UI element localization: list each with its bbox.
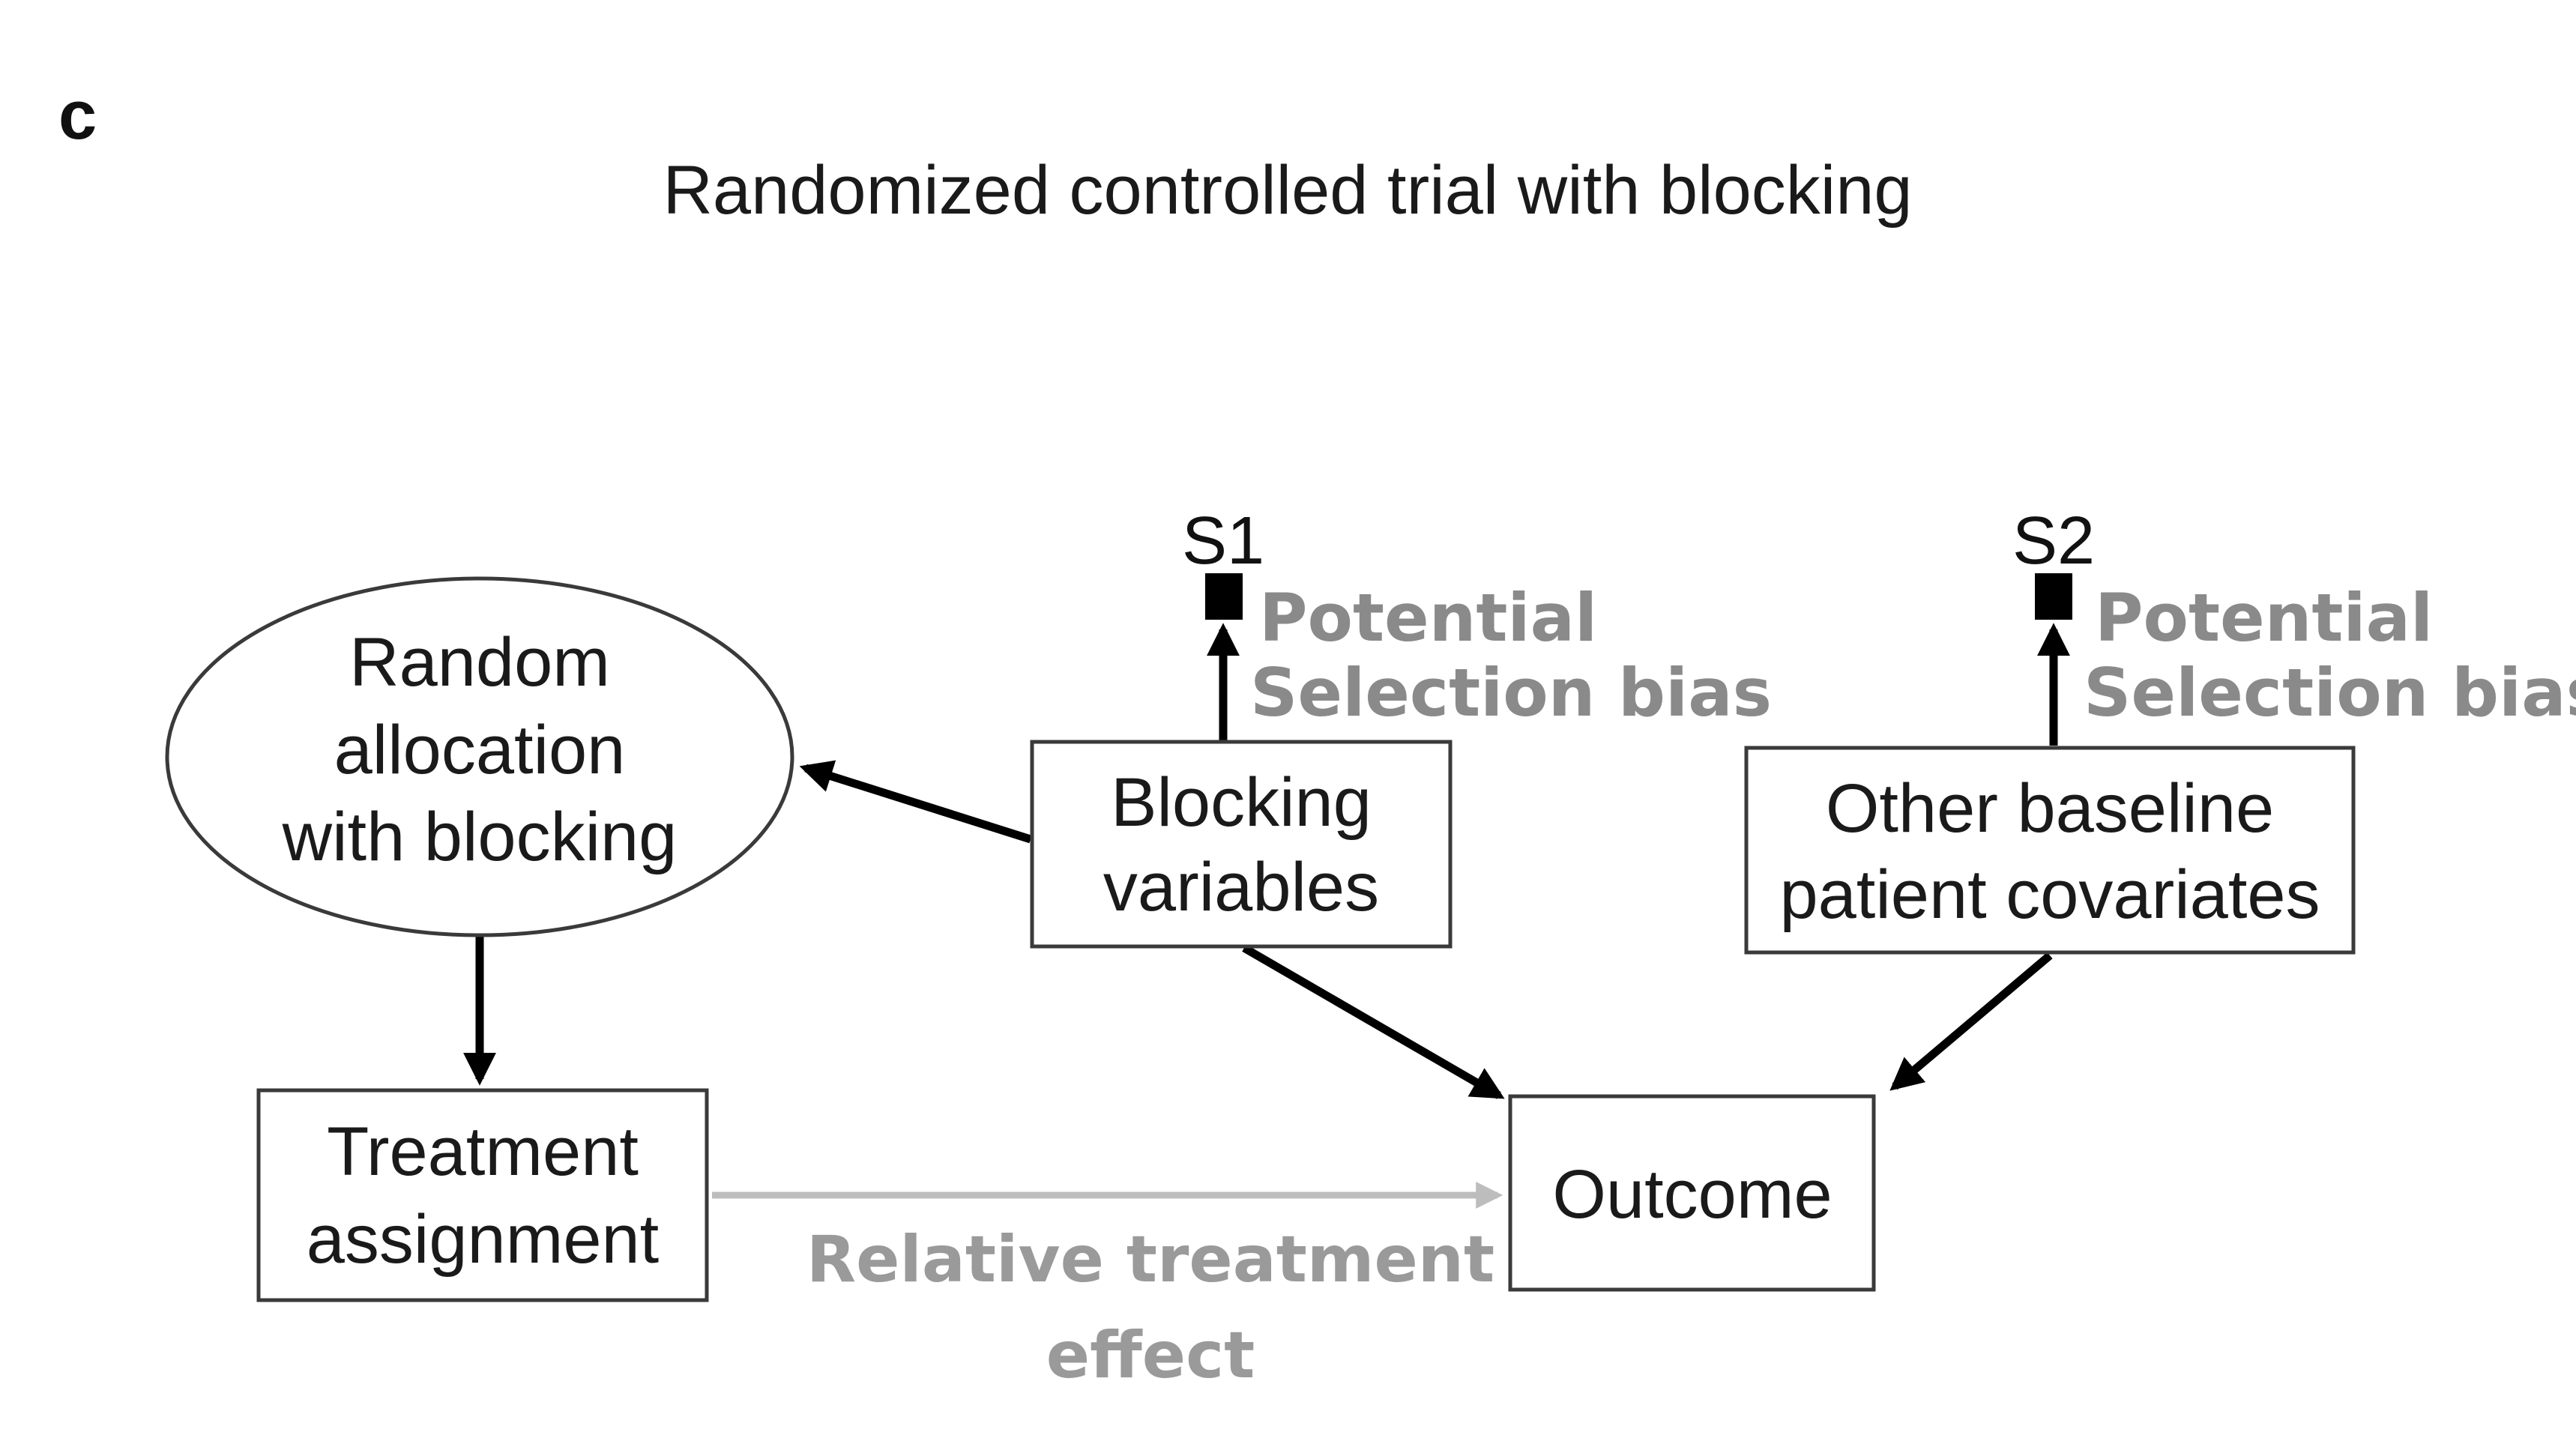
node-blocking-variables-line-1: Blocking: [1111, 764, 1372, 841]
effect-label: Relative treatment effect: [806, 1222, 1494, 1393]
s2-square-marker: [2035, 573, 2072, 620]
node-other-covariates-line-1: Other baseline: [1826, 770, 2274, 847]
bias-label-s1-line-1: Potential: [1259, 579, 1597, 656]
node-other-covariates: Other baseline patient covariates: [1744, 746, 2356, 955]
bias-label-s2-line-1: Potential: [2095, 579, 2433, 656]
bias-label-s2-line-2: Selection bias: [2084, 654, 2576, 731]
bias-label-s2: Potential Selection bias: [2084, 579, 2576, 731]
selection-node-s1: S1: [1182, 504, 1264, 620]
s1-label: S1: [1182, 504, 1264, 578]
node-treatment-assignment-line-2: assignment: [307, 1201, 659, 1278]
edge-blocking-to-outcome: [1242, 944, 1505, 1099]
node-other-covariates-line-2: patient covariates: [1779, 857, 2320, 933]
bias-label-s1: Potential Selection bias: [1250, 579, 1772, 731]
effect-label-line-2: effect: [1046, 1318, 1255, 1393]
node-blocking-variables-line-2: variables: [1103, 849, 1379, 925]
edge-blocking-to-allocation: [799, 760, 1032, 844]
panel-letter: c: [58, 77, 97, 154]
node-random-allocation-line-1: Random: [349, 624, 610, 701]
node-treatment-assignment: Treatment assignment: [256, 1088, 709, 1302]
node-random-allocation: Random allocation with blocking: [165, 576, 794, 937]
edge-covariates-to-outcome: [1889, 952, 2053, 1091]
node-outcome-label: Outcome: [1552, 1156, 1832, 1233]
node-random-allocation-line-3: with blocking: [282, 799, 678, 875]
node-outcome: Outcome: [1508, 1094, 1876, 1292]
effect-label-line-1: Relative treatment: [806, 1222, 1494, 1297]
diagram-title: Randomized controlled trial with blockin…: [663, 152, 1912, 229]
bias-label-s1-line-2: Selection bias: [1250, 654, 1772, 731]
node-random-allocation-line-2: allocation: [334, 712, 626, 788]
selection-node-s2: S2: [2012, 504, 2095, 620]
node-treatment-assignment-line-1: Treatment: [327, 1114, 639, 1190]
s1-square-marker: [1205, 573, 1243, 620]
s2-label: S2: [2012, 504, 2095, 578]
node-blocking-variables: Blocking variables: [1030, 740, 1453, 949]
